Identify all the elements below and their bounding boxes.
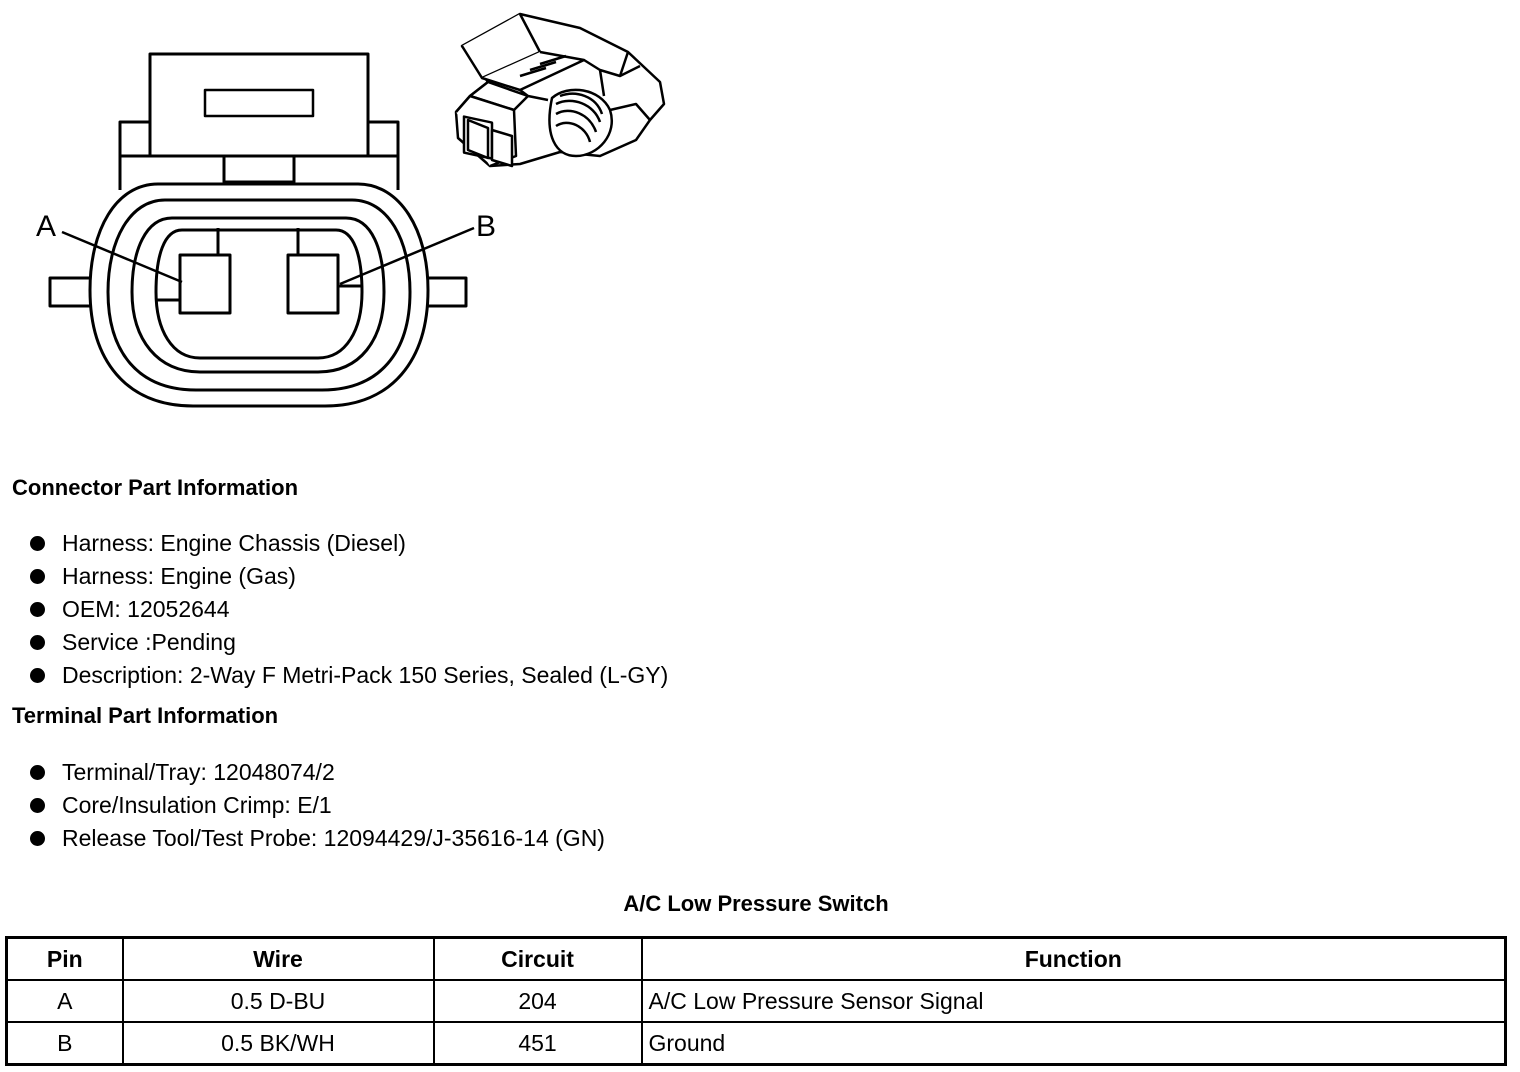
cell-pin: A — [5, 979, 124, 1023]
cell-function: A/C Low Pressure Sensor Signal — [640, 979, 1507, 1023]
connector-info-heading: Connector Part Information — [12, 475, 299, 500]
list-item: Terminal/Tray: 12048074/2 — [30, 756, 605, 789]
table-row: B 0.5 BK/WH 451 Ground — [5, 1021, 1507, 1066]
pin-table: Pin Wire Circuit Function A 0.5 D-BU 204… — [5, 936, 1507, 1066]
cell-pin: B — [5, 1021, 124, 1066]
table-header-row: Pin Wire Circuit Function — [5, 936, 1507, 981]
list-item: Core/Insulation Crimp: E/1 — [30, 789, 605, 822]
column-header-pin: Pin — [5, 936, 124, 981]
cell-wire: 0.5 BK/WH — [121, 1021, 435, 1066]
list-item: Description: 2-Way F Metri-Pack 150 Seri… — [30, 659, 668, 692]
connector-diagram: A B — [36, 12, 666, 408]
list-item: Release Tool/Test Probe: 12094429/J-3561… — [30, 822, 605, 855]
connector-face-view — [48, 52, 468, 408]
cell-circuit: 204 — [432, 979, 643, 1023]
cell-wire: 0.5 D-BU — [121, 979, 435, 1023]
column-header-circuit: Circuit — [432, 936, 643, 981]
list-item: Harness: Engine Chassis (Diesel) — [30, 527, 668, 560]
list-item: Harness: Engine (Gas) — [30, 560, 668, 593]
cell-circuit: 451 — [432, 1021, 643, 1066]
connector-info-list: Harness: Engine Chassis (Diesel) Harness… — [30, 527, 668, 692]
list-item: Service :Pending — [30, 626, 668, 659]
table-row: A 0.5 D-BU 204 A/C Low Pressure Sensor S… — [5, 979, 1507, 1023]
cell-function: Ground — [640, 1021, 1507, 1066]
terminal-info-heading: Terminal Part Information — [12, 703, 279, 728]
pin-callouts: A B — [36, 210, 496, 286]
table-title: A/C Low Pressure Switch — [623, 891, 889, 916]
list-item: OEM: 12052644 — [30, 593, 668, 626]
pin-label-a: A — [36, 210, 56, 243]
pin-label-b: B — [476, 210, 496, 243]
terminal-info-list: Terminal/Tray: 12048074/2 Core/Insulatio… — [30, 756, 605, 855]
column-header-wire: Wire — [121, 936, 435, 981]
connector-isometric-view — [454, 12, 666, 168]
column-header-function: Function — [640, 936, 1507, 981]
